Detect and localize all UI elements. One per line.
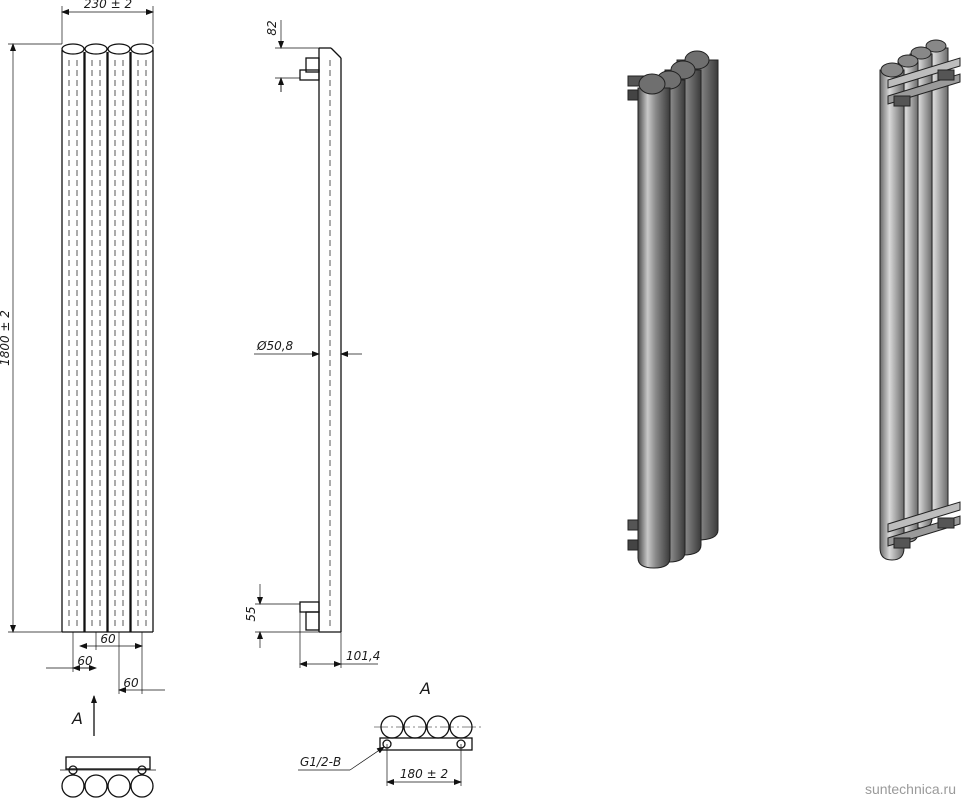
bottom-plan-view (60, 756, 156, 798)
view-arrow-label: A (71, 709, 83, 728)
isometric-back-render (879, 39, 961, 561)
front-view: 230 ± 2 1800 ± 2 60 60 60 A (0, 0, 165, 798)
pitch-dimension-3: 60 (123, 676, 139, 690)
pitch-dimension-1: 60 (100, 632, 116, 646)
view-a: A 180 ± 2 G1/2-B (298, 679, 482, 786)
height-dimension: 1800 ± 2 (0, 310, 12, 366)
isometric-front-render (627, 50, 719, 569)
thread-label: G1/2-B (300, 755, 341, 769)
pitch-dimension-2: 60 (77, 654, 93, 668)
front-tubes (61, 43, 154, 633)
diameter-dimension: Ø50,8 (256, 339, 294, 353)
side-view: 82 Ø50,8 55 101,4 (244, 20, 380, 668)
view-a-title: A (419, 679, 431, 698)
depth-dimension: 101,4 (346, 649, 380, 663)
watermark: suntechnica.ru (865, 781, 956, 797)
width-dimension: 230 ± 2 (84, 0, 132, 11)
connection-spacing-dimension: 180 ± 2 (400, 767, 448, 781)
top-offset-dimension: 82 (265, 20, 279, 35)
bottom-offset-dimension: 55 (244, 606, 258, 621)
